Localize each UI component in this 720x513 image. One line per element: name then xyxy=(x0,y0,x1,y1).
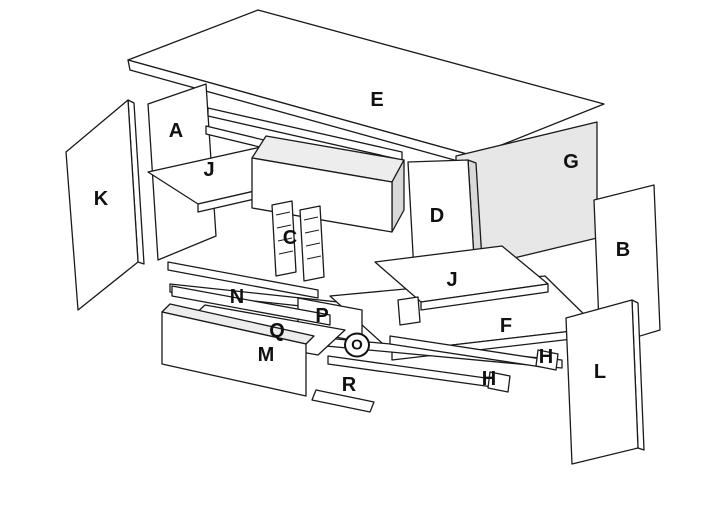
slide-rail-holes xyxy=(275,211,322,260)
small-rail-bar xyxy=(311,389,375,413)
part-label-E: E xyxy=(370,89,384,111)
front-top-rail xyxy=(205,125,269,150)
part-label-B: B xyxy=(615,239,631,261)
part-label-N: N xyxy=(229,286,245,308)
slide-rail-left xyxy=(271,200,297,277)
right-door-face xyxy=(565,299,639,465)
part-label-Q: Q xyxy=(269,320,285,342)
part-label-H-right: H xyxy=(538,346,554,368)
runner-rail-H-right xyxy=(389,335,559,371)
part-label-J-right: J xyxy=(446,269,458,291)
runner-rail-block xyxy=(487,371,511,393)
part-label-H-lower: H xyxy=(481,368,497,390)
right-shelf-support xyxy=(397,296,421,326)
part-label-F: F xyxy=(499,315,513,337)
upper-slat xyxy=(167,261,319,299)
drawer-front-face xyxy=(161,311,307,397)
right-shelf-J xyxy=(374,245,549,326)
part-label-D: D xyxy=(429,205,445,227)
part-label-O: O xyxy=(344,332,370,358)
part-label-J-left: J xyxy=(203,159,215,181)
part-label-C: C xyxy=(282,227,298,249)
small-rail-R xyxy=(311,389,375,413)
drawer-front-M xyxy=(161,303,315,397)
runner-rail-H-lower xyxy=(327,355,511,393)
left-door-face xyxy=(65,99,139,311)
top-panel-E xyxy=(127,9,605,167)
slide-rail-right xyxy=(299,205,325,282)
drawer-slides-C xyxy=(271,200,325,282)
part-label-L: L xyxy=(593,361,607,383)
drawer-side-slats xyxy=(167,261,331,326)
left-door-K xyxy=(65,99,145,311)
part-label-G: G xyxy=(563,151,579,173)
part-label-A: A xyxy=(168,120,184,142)
part-label-R: R xyxy=(341,374,357,396)
runner-rail-block xyxy=(535,349,559,371)
part-label-P: P xyxy=(315,305,329,327)
part-label-K: K xyxy=(93,188,109,210)
right-door-L xyxy=(565,299,645,465)
part-label-M: M xyxy=(257,344,275,366)
right-shelf-edge xyxy=(420,283,549,311)
drawer-side-N xyxy=(171,285,331,326)
